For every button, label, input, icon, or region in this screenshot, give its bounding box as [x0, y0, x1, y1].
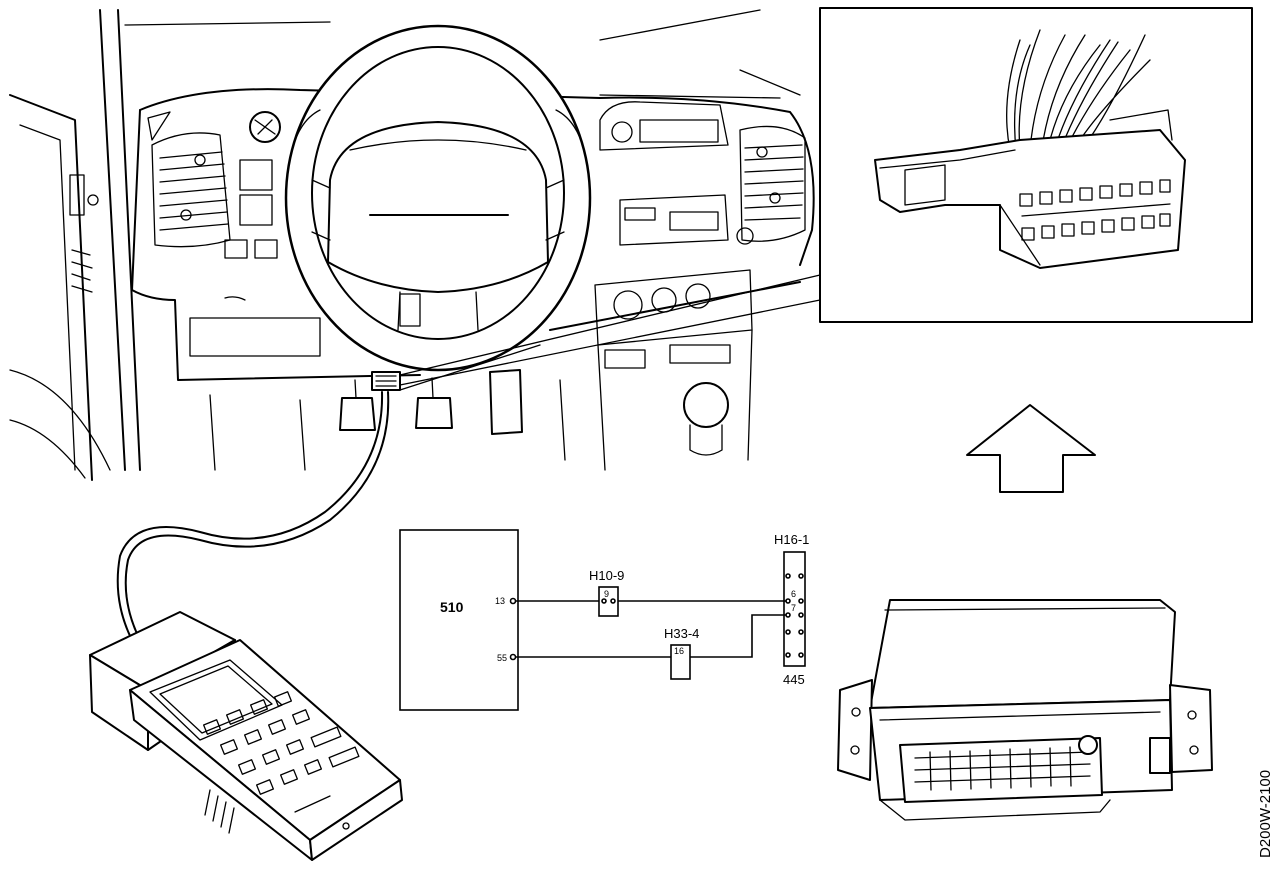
connector-h16-1-pin-6: 6 [791, 589, 796, 599]
dashboard-illustration [9, 9, 821, 481]
control-unit-illustration [837, 599, 1213, 821]
module-pin-13-label: 13 [495, 596, 505, 606]
pin-sockets-row-1 [1019, 179, 1171, 207]
diagnostic-tester [89, 391, 403, 861]
ground-point-label: 445 [783, 672, 805, 687]
left-vent-slats [159, 151, 229, 231]
connector-inset [819, 7, 1253, 323]
steering-wheel [284, 24, 592, 372]
wiring-schematic: 510 13 55 H10-9 9 H33-4 16 H16-1 6 7 445 [399, 529, 809, 711]
ecu-connector-pins [914, 746, 1091, 791]
right-vent-slats [744, 144, 804, 221]
connector-h33-4-pin: 16 [674, 646, 684, 656]
connector-h33-4 [670, 644, 691, 680]
connector-h33-4-label: H33-4 [664, 626, 699, 641]
connector-h10-9-label: H10-9 [589, 568, 624, 583]
connector-h16-1-pin-7: 7 [791, 603, 796, 613]
connector-h16-1 [783, 551, 806, 667]
module-label: 510 [440, 599, 464, 615]
connector-h10-9-pin: 9 [604, 589, 609, 599]
control-module-510 [399, 529, 519, 711]
pin-sockets-row-2 [1021, 213, 1171, 241]
up-arrow-icon [966, 404, 1096, 493]
figure-code: D200W-2100 [1257, 770, 1274, 858]
connector-h16-1-label: H16-1 [774, 532, 809, 547]
tester-keypad [202, 691, 360, 795]
module-pin-55-label: 55 [497, 653, 507, 663]
